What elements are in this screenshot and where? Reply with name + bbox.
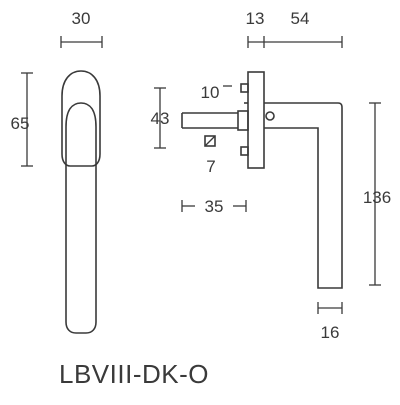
side-spindle bbox=[181, 110, 249, 131]
side-handle-lever bbox=[264, 102, 343, 289]
side-lug-bottom bbox=[240, 146, 249, 156]
handle-length-label: 136 bbox=[363, 188, 391, 207]
side-rose-depth-label: 13 bbox=[246, 9, 265, 28]
spindle-reach-dimension: 35 bbox=[181, 197, 247, 216]
front-rose-outline bbox=[61, 70, 101, 167]
spindle-square-symbol bbox=[204, 135, 216, 147]
spindle-offset-label: 10 bbox=[201, 83, 220, 102]
front-view: 30 65 bbox=[11, 9, 103, 334]
front-width-label: 30 bbox=[72, 9, 91, 28]
side-view: 13 54 10 43 bbox=[151, 9, 392, 342]
handle-length-dimension: 136 bbox=[363, 102, 391, 286]
side-rose-plate bbox=[247, 71, 265, 169]
handle-width-dimension: 16 bbox=[317, 302, 343, 342]
front-rose-height-label: 65 bbox=[11, 114, 30, 133]
handle-width-label: 16 bbox=[321, 323, 340, 342]
side-handle-screw bbox=[265, 111, 275, 121]
spindle-reach-label: 35 bbox=[205, 197, 224, 216]
front-width-dimension: 30 bbox=[60, 9, 103, 48]
front-handle-shank bbox=[65, 102, 97, 334]
model-code: LBVIII-DK-O bbox=[59, 359, 209, 389]
side-lug-top bbox=[240, 83, 249, 93]
front-rose-height-dimension: 65 bbox=[11, 72, 33, 167]
spindle-length-label: 43 bbox=[151, 109, 170, 128]
spindle-square-label: 7 bbox=[206, 157, 215, 176]
side-projection-label: 54 bbox=[291, 9, 310, 28]
side-top-dimension: 13 54 bbox=[246, 9, 343, 48]
spindle-length-dimension: 43 bbox=[151, 87, 170, 149]
